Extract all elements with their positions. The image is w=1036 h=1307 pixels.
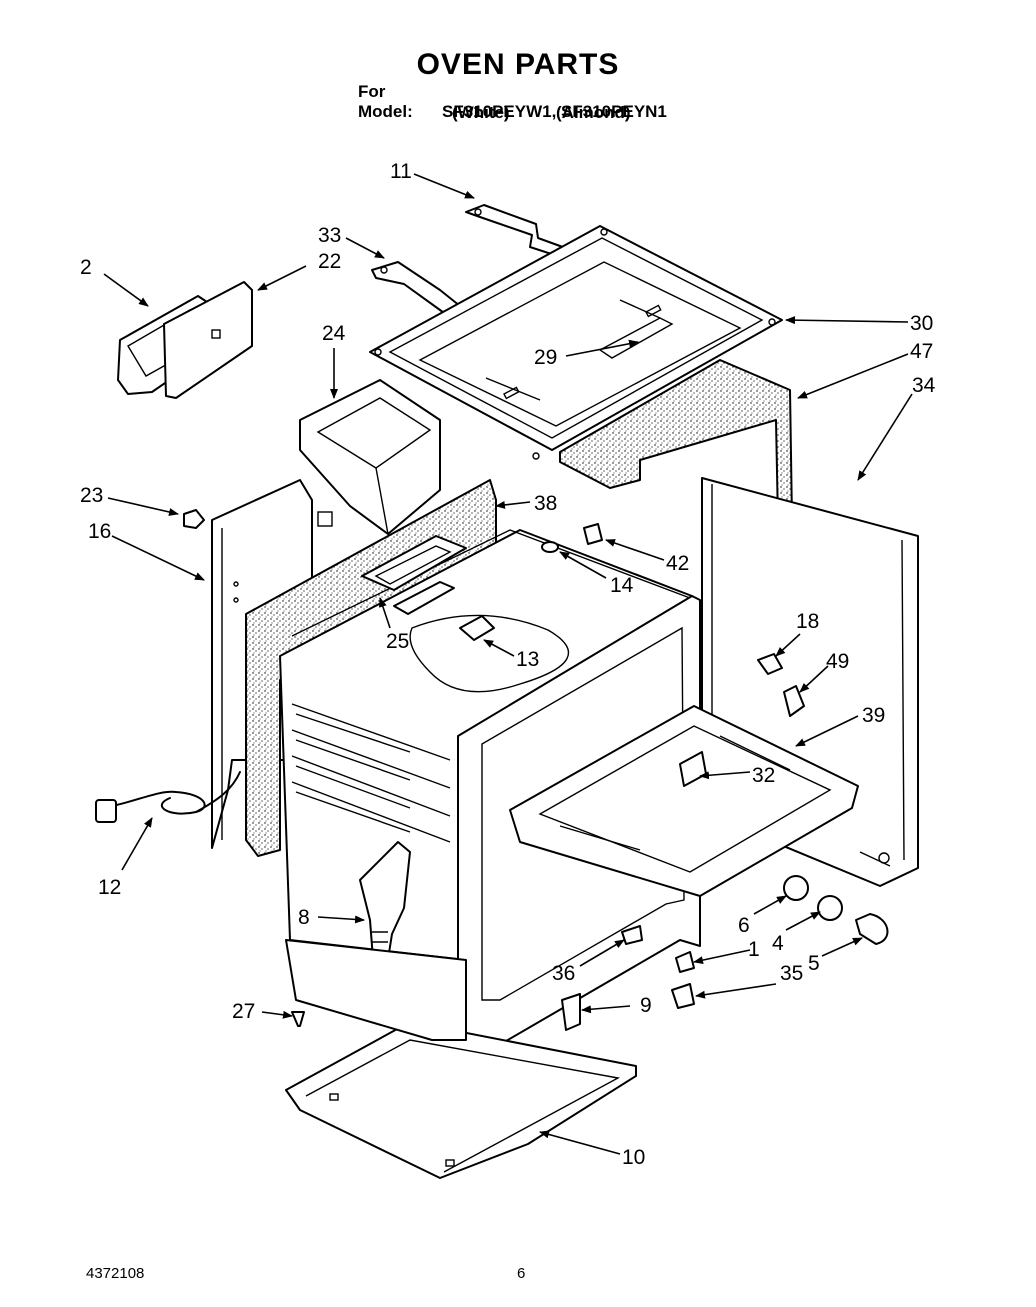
- part-10-bottom-panel: [285, 1021, 637, 1179]
- part-12-power-cord: [95, 771, 241, 823]
- document-number: 4372108: [86, 1265, 145, 1282]
- callout-42: 42: [666, 552, 689, 575]
- callout-24: 24: [322, 322, 346, 345]
- callout-labels: 11 33 22 2 30 47 34 24 29 23 16 38 42 14…: [80, 160, 936, 1169]
- part-14-grommet: [541, 541, 559, 553]
- callout-29: 29: [534, 346, 557, 369]
- part-39-oven-rack: [509, 705, 859, 897]
- callout-5: 5: [808, 952, 820, 975]
- callout-35: 35: [780, 962, 803, 985]
- callout-4: 4: [772, 932, 784, 955]
- leader-arrows: [103, 173, 913, 1155]
- callout-49: 49: [826, 650, 849, 673]
- variant-almond: (Almond): [556, 103, 631, 122]
- callout-13: 13: [516, 648, 539, 671]
- part-27-screw: [291, 1011, 305, 1027]
- part-25-vent-openings: [361, 535, 467, 615]
- page-number: 6: [517, 1265, 526, 1282]
- page-title: OVEN PARTS: [416, 48, 620, 81]
- model-label: For Model:: [358, 82, 413, 121]
- model-line: For Model: SF310PEYW1, SF310PEYN1: [358, 82, 667, 122]
- part-30-top-frame: [369, 225, 783, 460]
- callout-33: 33: [318, 224, 341, 247]
- callout-25: 25: [386, 630, 409, 653]
- part-47-insulation: [559, 359, 793, 523]
- callout-30: 30: [910, 312, 933, 335]
- part-35-thermostat-bulb-support: [671, 983, 695, 1009]
- callout-34: 34: [912, 374, 936, 397]
- part-13-plate: [459, 615, 495, 641]
- part-1-clip: [675, 951, 695, 973]
- part-49-clip: [783, 685, 805, 717]
- callout-8: 8: [298, 906, 310, 929]
- callout-6: 6: [738, 914, 750, 937]
- callout-2: 2: [80, 256, 92, 279]
- callout-36: 36: [552, 962, 575, 985]
- part-22-bracket: [163, 281, 253, 399]
- callout-9: 9: [640, 994, 652, 1017]
- callout-39: 39: [862, 704, 885, 727]
- callout-16: 16: [88, 520, 111, 543]
- part-24-vent-duct: [299, 379, 441, 535]
- callout-23: 23: [80, 484, 103, 507]
- part-9-bracket: [561, 993, 581, 1031]
- part-18-plug: [757, 653, 783, 675]
- callout-10: 10: [622, 1146, 645, 1169]
- callout-18: 18: [796, 610, 819, 633]
- callout-1: 1: [748, 938, 760, 961]
- part-23-clip: [183, 509, 205, 529]
- callout-27: 27: [232, 1000, 255, 1023]
- callout-38: 38: [534, 492, 557, 515]
- part-8-door-hinge: [359, 841, 411, 973]
- model-numbers: SF310PEYW1, SF310PEYN1: [442, 102, 667, 121]
- oven-bottom-leg: [285, 939, 467, 1041]
- part-5-light-bulb: [855, 913, 889, 945]
- part-4-lamp-socket: [817, 895, 843, 921]
- variant-white: (White): [452, 103, 510, 122]
- callout-11: 11: [390, 160, 412, 183]
- callout-32: 32: [752, 764, 775, 787]
- callout-14: 14: [610, 574, 634, 597]
- callout-47: 47: [910, 340, 933, 363]
- part-42-clip: [583, 523, 603, 545]
- callout-22: 22: [318, 250, 341, 273]
- callout-12: 12: [98, 876, 121, 899]
- part-6-knob: [783, 875, 809, 901]
